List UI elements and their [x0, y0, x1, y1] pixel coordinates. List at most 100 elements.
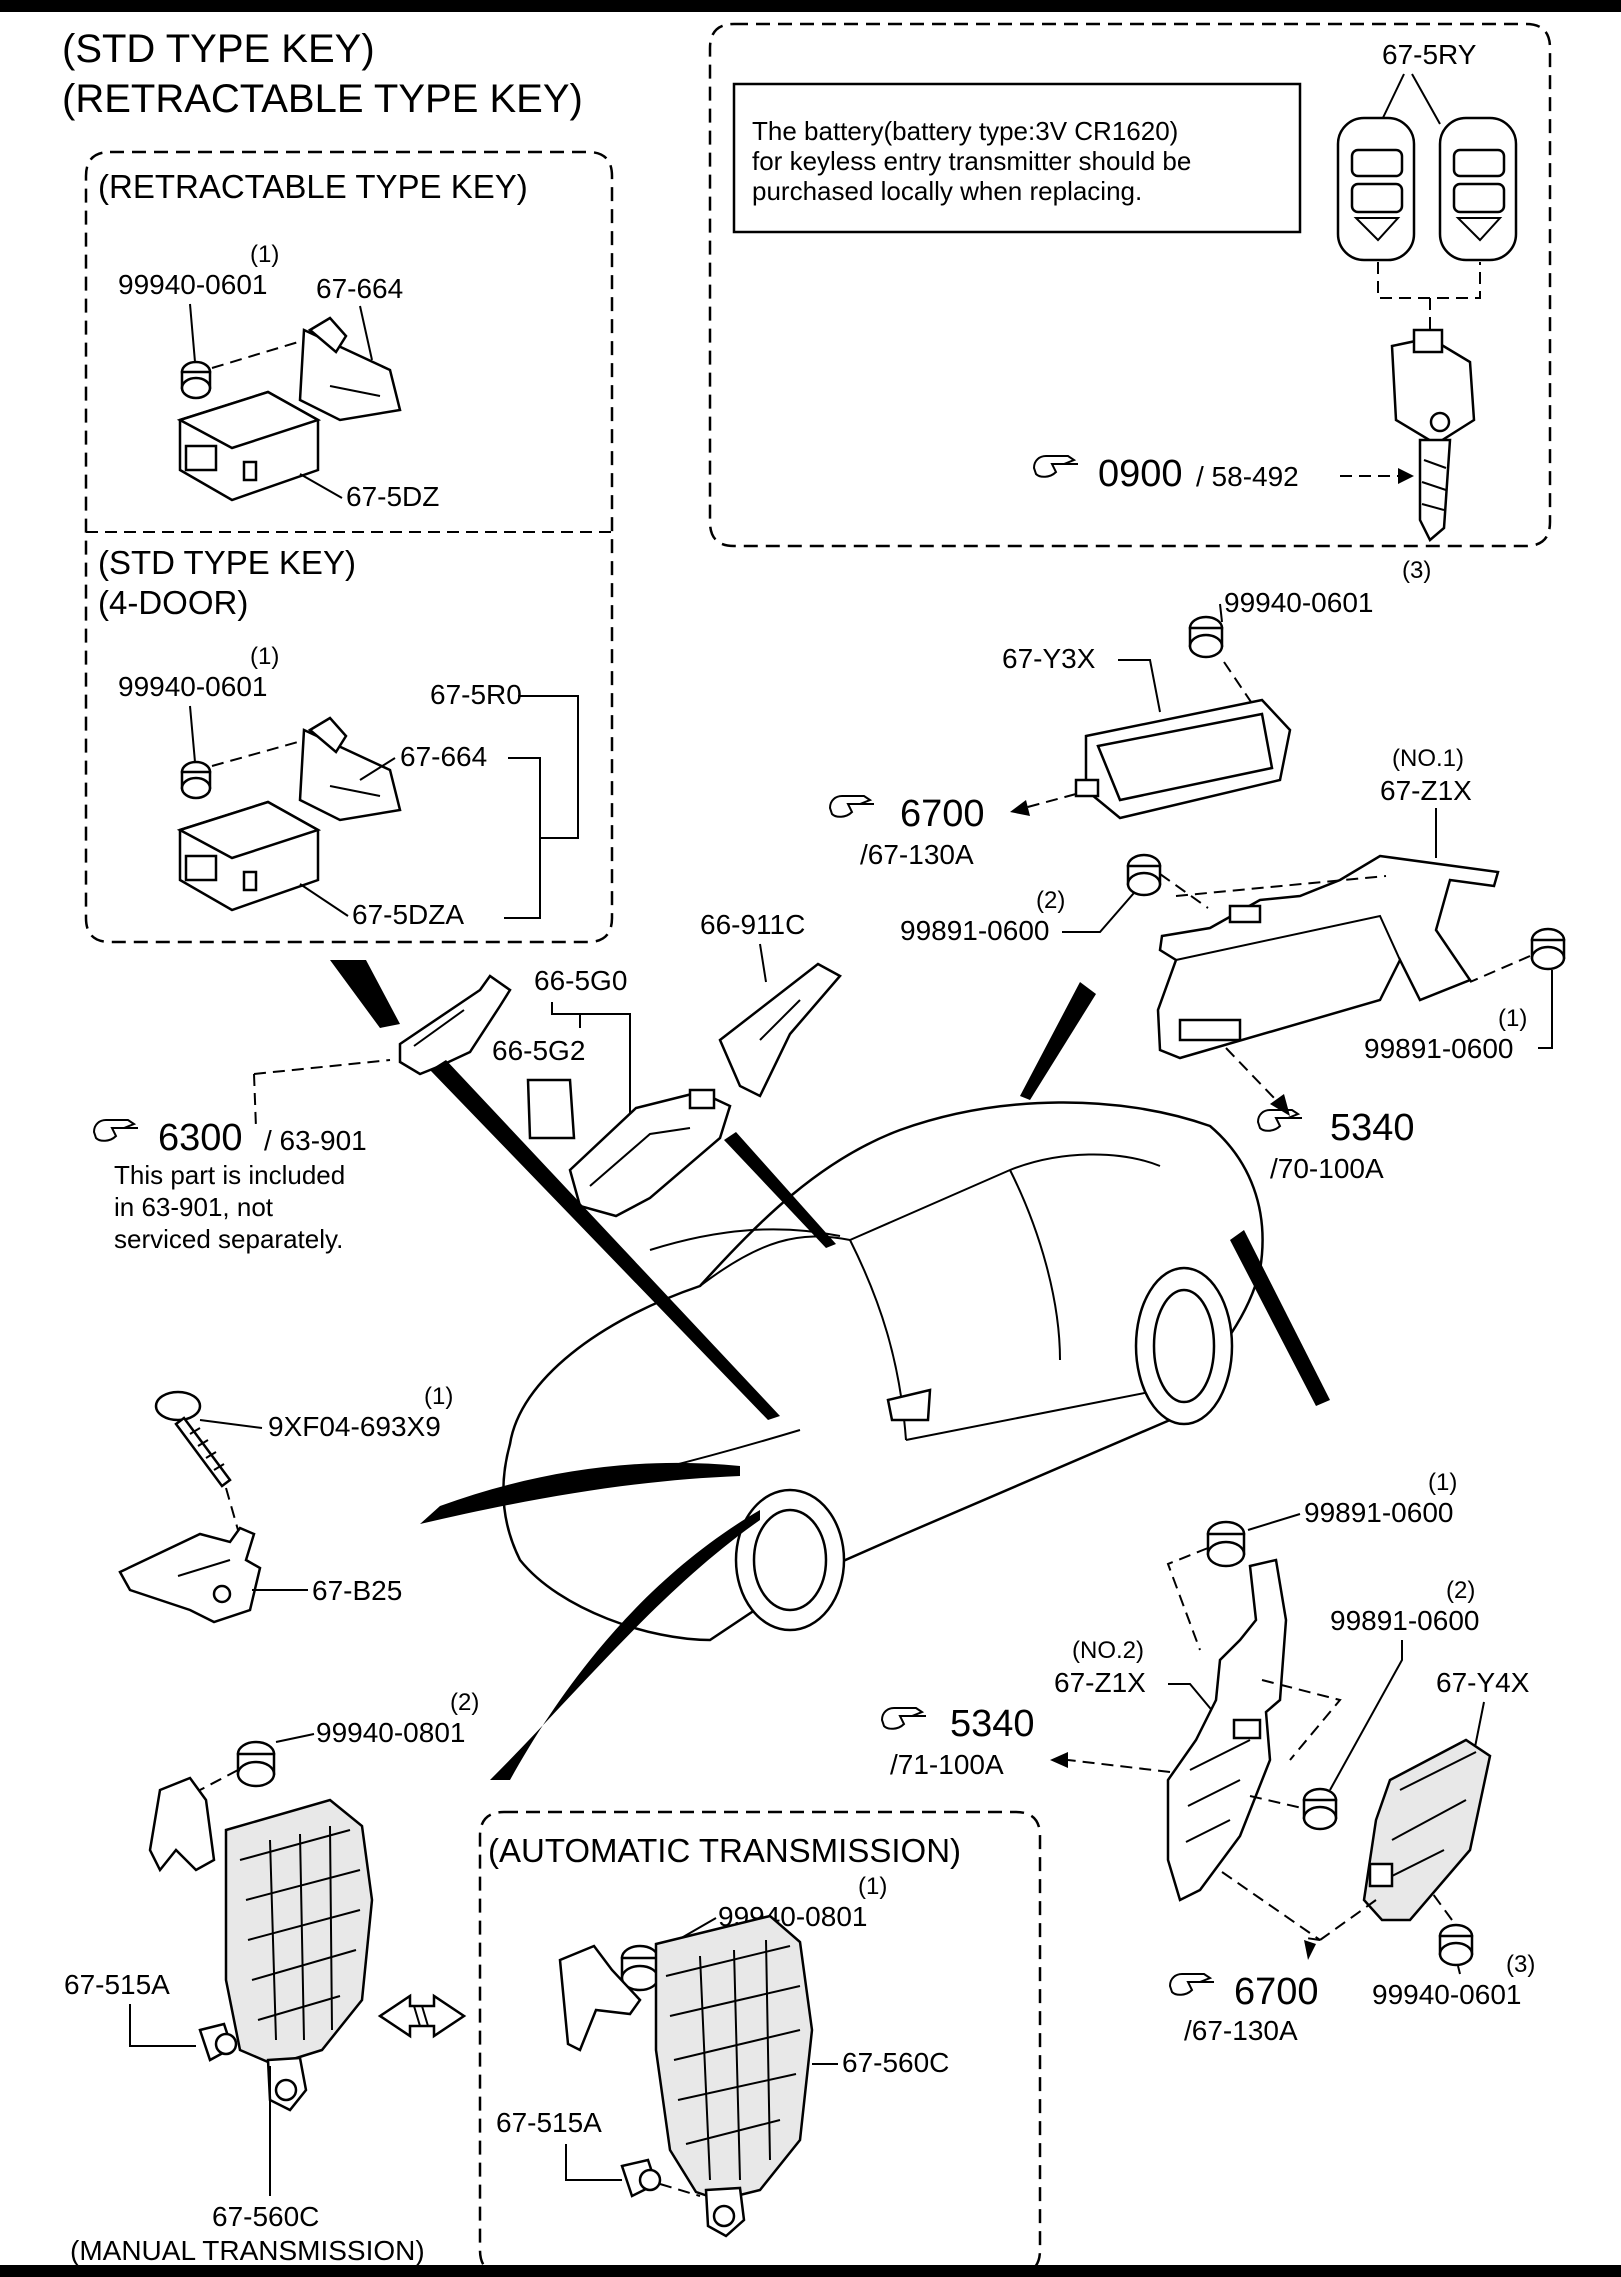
auto-clip-label: 67-515A: [496, 2107, 602, 2138]
car-body-part: [502, 1101, 1264, 1642]
right-lower-ref1-hand-icon: [881, 1707, 927, 1730]
right-lower-nut-top: 99891-0600: [1304, 1497, 1453, 1528]
retractable-bracket-part: [298, 316, 402, 422]
screw-dash: [225, 1487, 239, 1531]
right-upper-nut1-leader: [1538, 970, 1553, 1049]
left-lower-nut-part: [236, 1740, 276, 1788]
right-lower-qty-nut-top: (1): [1428, 1469, 1457, 1496]
left-lower-nut-leader: [275, 1733, 315, 1743]
bottom-border: [0, 2265, 1621, 2277]
antenna-leader: [759, 943, 767, 983]
key-fob-left-part: [1336, 116, 1416, 262]
right-lower-dash-2: [1261, 1679, 1342, 1761]
std-title-line1: (STD TYPE KEY): [98, 544, 356, 581]
right-lower-ref1-arrowhead: [1050, 1752, 1068, 1768]
right-upper-nut-top: 99940-0601: [1224, 587, 1373, 618]
right-lower-ref2-big[interactable]: 6700: [1234, 1971, 1319, 2013]
retractable-nut-leader: [189, 303, 196, 363]
key-part: [1390, 328, 1476, 542]
retractable-unit-part: [176, 390, 322, 502]
keyless-ref-small[interactable]: / 63-901: [264, 1125, 367, 1156]
retractable-title: (RETRACTABLE TYPE KEY): [98, 168, 528, 205]
std-nut-label: 99940-0601: [118, 671, 267, 702]
retractable-bracket-leader: [359, 305, 373, 361]
std-bracket-part: [298, 716, 402, 822]
right-upper-ref1-big[interactable]: 6700: [900, 793, 985, 835]
right-upper-qty-nut1: (1): [1498, 1005, 1527, 1032]
std-bracket-leader: [359, 757, 396, 781]
keyless-ref-big[interactable]: 6300: [158, 1117, 243, 1159]
right-lower-qty-nut2: (2): [1446, 1577, 1475, 1604]
retractable-unit-leader: [299, 473, 343, 499]
keyless-part: [568, 1088, 732, 1218]
right-upper-nut2-part: [1126, 853, 1162, 897]
keyless-label: 66-5G0: [534, 965, 627, 996]
right-upper-nut-top-part: [1188, 615, 1224, 659]
right-upper-dash-3: [1175, 875, 1387, 897]
label-part-label: 66-5G2: [492, 1035, 585, 1066]
right-upper-ref2-big[interactable]: 5340: [1330, 1107, 1415, 1149]
screw-part: [154, 1390, 232, 1488]
label-part-part: [526, 1078, 576, 1140]
wedge-5: [1230, 1230, 1330, 1406]
right-lower-qty-nut3: (3): [1506, 1951, 1535, 1978]
std-qty-nut: (1): [250, 643, 279, 670]
battery-ref-big[interactable]: 0900: [1098, 453, 1183, 495]
std-unit-label: 67-5DZA: [352, 899, 464, 930]
screw-label: 9XF04-693X9: [268, 1411, 441, 1442]
right-upper-ref1-arrow: [1023, 793, 1077, 809]
right-lower-bracket-part: [1166, 1558, 1288, 1902]
right-lower-nut2-part: [1302, 1787, 1338, 1831]
battery-ref-arrowhead: [1398, 468, 1414, 484]
right-upper-ref1-arrowhead: [1010, 800, 1030, 816]
right-upper-bracket-no: (NO.1): [1392, 745, 1464, 772]
right-upper-bracket-label: 67-Z1X: [1380, 775, 1472, 806]
pointing-hand-icon: [1033, 455, 1079, 478]
auto-clip-leader: [565, 2144, 622, 2181]
right-lower-nut2-leader: [1329, 1640, 1403, 1791]
right-upper-module-leader: [1118, 659, 1161, 713]
retractable-dash-1: [211, 339, 306, 369]
left-bracket-label: 67-B25: [312, 1575, 402, 1606]
right-upper-bracket-part: [1156, 854, 1500, 1060]
battery-note-line2: for keyless entry transmitter should be: [752, 146, 1191, 176]
std-assembly-label: 67-5R0: [430, 679, 522, 710]
key-fob-label: 67-5RY: [1382, 39, 1477, 70]
wedge-2: [430, 1060, 780, 1420]
header-title-line1: (STD TYPE KEY): [62, 27, 375, 71]
right-upper-ref2-small[interactable]: /70-100A: [1270, 1153, 1384, 1184]
right-lower-dash-1: [1166, 1547, 1209, 1651]
right-upper-dash-2: [1159, 873, 1209, 909]
battery-ref-small[interactable]: / 58-492: [1196, 461, 1299, 492]
wedge-7: [490, 1510, 760, 1780]
right-lower-dash-3: [1249, 1795, 1303, 1809]
retractable-bracket-label: 67-664: [316, 273, 403, 304]
right-upper-ref1-hand-icon: [829, 795, 875, 818]
std-title-line2: (4-DOOR): [98, 584, 248, 621]
keyless-note-line2: in 63-901, not: [114, 1192, 274, 1222]
left-lower-junction-box-part: [148, 1776, 374, 2112]
left-lower-transmission: (MANUAL TRANSMISSION): [70, 2235, 425, 2266]
right-upper-ref1-small[interactable]: /67-130A: [860, 839, 974, 870]
right-lower-module-label: 67-Y4X: [1436, 1667, 1530, 1698]
right-upper-nut2-leader: [1062, 885, 1141, 933]
right-lower-ref1-big[interactable]: 5340: [950, 1703, 1035, 1745]
right-lower-ref2-small[interactable]: /67-130A: [1184, 2015, 1298, 2046]
auto-clip-dash: [659, 2183, 701, 2197]
left-lower-clip-part: [198, 2022, 238, 2062]
wedge-4: [1020, 982, 1096, 1100]
right-lower-bracket-no: (NO.2): [1072, 1637, 1144, 1664]
right-lower-ref1-small[interactable]: /71-100A: [890, 1749, 1004, 1780]
keyless-bracket-part: [398, 974, 512, 1076]
double-arrow-icon: [377, 1993, 467, 2039]
right-lower-bracket-label: 67-Z1X: [1054, 1667, 1146, 1698]
antenna-part: [718, 962, 842, 1098]
right-lower-dash-4: [1429, 1889, 1453, 1921]
keyless-note-line1: This part is included: [114, 1160, 345, 1190]
right-upper-nut2: 99891-0600: [900, 915, 1049, 946]
header-title-line2: (RETRACTABLE TYPE KEY): [62, 77, 583, 121]
right-lower-nut-top-leader: [1247, 1513, 1301, 1531]
right-upper-ref2-hand-icon: [1257, 1109, 1303, 1132]
auto-junction-box-part: [558, 1914, 814, 2238]
